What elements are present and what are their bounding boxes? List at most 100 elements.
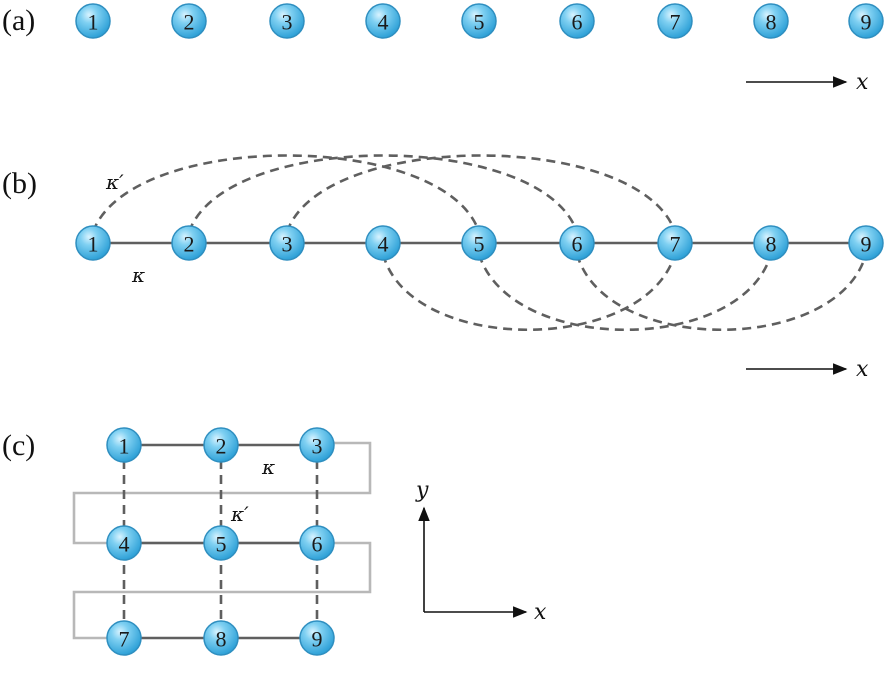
- node-c-9-circle: [299, 620, 335, 656]
- node-a-7: 7: [657, 3, 693, 39]
- node-b-1-circle: [75, 225, 111, 261]
- node-c-4-label: 4: [119, 532, 130, 557]
- node-b-2-label: 2: [184, 232, 195, 257]
- node-b-6: 6: [559, 225, 595, 261]
- node-a-1-label: 1: [88, 10, 99, 35]
- node-c-3-circle: [299, 427, 335, 463]
- panel-c-y-label: y: [415, 478, 429, 503]
- panel-b-nnn-links: [91, 154, 868, 332]
- node-a-2-circle: [171, 3, 207, 39]
- node-a-9-circle: [848, 3, 884, 39]
- panel-c-label: (c): [2, 429, 35, 462]
- node-c-2-circle: [203, 427, 239, 463]
- node-b-9: 9: [848, 225, 884, 261]
- node-b-7-label: 7: [670, 232, 681, 257]
- node-c-7: 7: [106, 620, 142, 656]
- node-b-2: 2: [171, 225, 207, 261]
- node-a-9: 9: [848, 3, 884, 39]
- node-c-5-label: 5: [216, 532, 227, 557]
- node-a-7-circle: [657, 3, 693, 39]
- node-c-8: 8: [203, 620, 239, 656]
- node-a-8-circle: [753, 3, 789, 39]
- node-c-9: 9: [299, 620, 335, 656]
- node-b-8-circle: [753, 225, 789, 261]
- node-b-8-label: 8: [766, 232, 777, 257]
- node-a-3-circle: [269, 3, 305, 39]
- node-c-9-label: 9: [312, 627, 323, 652]
- node-a-8-label: 8: [766, 10, 777, 35]
- node-c-1: 1: [106, 427, 142, 463]
- node-a-6-label: 6: [572, 10, 583, 35]
- node-b-8: 8: [753, 225, 789, 261]
- node-b-3-circle: [269, 225, 305, 261]
- node-c-6-circle: [299, 525, 335, 561]
- node-a-4-circle: [365, 3, 401, 39]
- panel-b-label: (b): [2, 167, 37, 200]
- node-a-6: 6: [559, 3, 595, 39]
- panel-b-axis-label: x: [856, 357, 869, 382]
- node-b-6-label: 6: [572, 232, 583, 257]
- panel-c-x-label: x: [534, 600, 547, 625]
- node-a-5: 5: [461, 3, 497, 39]
- panel-c-kappa-prime: κ′: [230, 502, 249, 526]
- arc-1-4: [91, 154, 481, 233]
- node-a-9-label: 9: [861, 10, 872, 35]
- node-b-4-circle: [365, 225, 401, 261]
- node-b-3-label: 3: [282, 232, 293, 257]
- node-b-9-label: 9: [861, 232, 872, 257]
- node-a-3-label: 3: [282, 10, 293, 35]
- node-c-8-circle: [203, 620, 239, 656]
- node-a-2: 2: [171, 3, 207, 39]
- node-c-6-label: 6: [312, 532, 323, 557]
- panel-b-nodes: 1 2 3 4 5 6 7 8 9: [75, 225, 884, 261]
- node-c-2-label: 2: [216, 434, 227, 459]
- node-c-6: 6: [299, 525, 335, 561]
- node-b-4-label: 4: [378, 232, 389, 257]
- node-b-1: 1: [75, 225, 111, 261]
- node-b-2-circle: [171, 225, 207, 261]
- node-b-7: 7: [657, 225, 693, 261]
- node-a-6-circle: [559, 3, 595, 39]
- node-a-4: 4: [365, 3, 401, 39]
- panel-c-kappa: κ: [261, 455, 275, 479]
- node-a-5-circle: [461, 3, 497, 39]
- panel-b-kappa-prime: κ′: [105, 170, 124, 194]
- node-b-6-circle: [559, 225, 595, 261]
- node-b-4: 4: [365, 225, 401, 261]
- node-a-1: 1: [75, 3, 111, 39]
- arc-6-9: [575, 253, 868, 332]
- node-b-5-label: 5: [474, 232, 485, 257]
- node-b-5-circle: [461, 225, 497, 261]
- panel-c-nodes: 1 2 3 4 5 6 7 8 9: [106, 427, 335, 656]
- node-c-7-circle: [106, 620, 142, 656]
- node-c-5-circle: [203, 525, 239, 561]
- node-b-7-circle: [657, 225, 693, 261]
- node-c-8-label: 8: [216, 627, 227, 652]
- arc-5-8: [477, 253, 773, 332]
- node-c-4-circle: [106, 525, 142, 561]
- node-c-1-circle: [106, 427, 142, 463]
- node-a-7-label: 7: [670, 10, 681, 35]
- panel-b-kappa: κ: [131, 263, 145, 287]
- node-a-1-circle: [75, 3, 111, 39]
- arc-3-6: [285, 154, 677, 233]
- panel-a-label: (a): [2, 4, 35, 37]
- arc-2-5: [187, 154, 579, 233]
- node-a-8: 8: [753, 3, 789, 39]
- node-c-7-label: 7: [119, 627, 130, 652]
- node-a-5-label: 5: [474, 10, 485, 35]
- arc-4-7: [381, 253, 677, 332]
- node-c-3-label: 3: [312, 434, 323, 459]
- panel-a-axis-label: x: [856, 70, 869, 95]
- node-c-3: 3: [299, 427, 335, 463]
- node-b-1-label: 1: [88, 232, 99, 257]
- node-a-4-label: 4: [378, 10, 389, 35]
- node-b-9-circle: [848, 225, 884, 261]
- node-b-5: 5: [461, 225, 497, 261]
- node-b-3: 3: [269, 225, 305, 261]
- node-c-2: 2: [203, 427, 239, 463]
- node-a-3: 3: [269, 3, 305, 39]
- node-c-5: 5: [203, 525, 239, 561]
